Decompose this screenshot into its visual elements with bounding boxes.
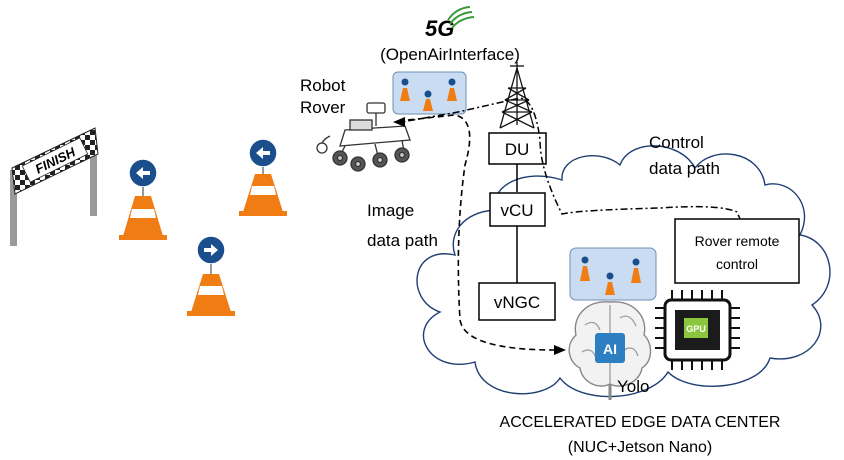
cone-left-1 [119, 158, 167, 240]
mini-cone-icon [605, 272, 615, 295]
camera-view-thumbnail [392, 71, 467, 115]
mini-cone-icon [400, 78, 410, 101]
vngc-node: vNGC [478, 282, 556, 321]
finish-gate: FINISH [10, 127, 99, 246]
cell-tower-icon [499, 62, 535, 129]
mini-cone-icon [580, 256, 590, 281]
yolo-label: Yolo [617, 377, 649, 396]
gpu-chip-text: GPU [686, 324, 706, 334]
rover-remote-control-box: Rover remote control [674, 218, 800, 284]
mini-cone-icon [447, 78, 457, 101]
control-path-arrowhead [393, 117, 405, 127]
cone-right [187, 235, 235, 316]
control-path-label-line2: data path [649, 159, 720, 178]
edge-dc-title-line1: ACCELERATED EDGE DATA CENTER [500, 414, 781, 431]
edge-dc-title-line2: (NUC+Jetson Nano) [568, 439, 713, 456]
image-path-label-line1: Image [367, 201, 414, 220]
5g-logo-text: 5G [425, 16, 454, 41]
5g-logo: 5G [425, 6, 475, 41]
oai-label: (OpenAirInterface) [380, 45, 520, 64]
image-data-path [397, 114, 556, 351]
image-path-arrowhead [554, 345, 566, 355]
ai-chip-text: AI [603, 341, 617, 357]
robot-rover-icon [316, 102, 411, 172]
vngc-label: vNGC [494, 293, 540, 312]
image-path-label-line2: data path [367, 231, 438, 250]
robot-label-line1: Robot [300, 76, 346, 95]
control-path-label-line1: Control [649, 133, 704, 152]
cone-left-2 [239, 138, 287, 216]
mini-cone-icon [631, 258, 641, 283]
vcu-node: vCU [489, 192, 546, 227]
remote-control-label-line2: control [716, 256, 758, 272]
ai-brain-icon: AI [568, 301, 652, 400]
control-data-path [401, 97, 748, 236]
du-label: DU [505, 140, 530, 159]
vcu-label: vCU [500, 201, 533, 220]
mini-cone-icon [423, 90, 433, 111]
du-node: DU [488, 132, 547, 165]
robot-label-line2: Rover [300, 98, 346, 117]
processed-view-thumbnail [569, 247, 657, 301]
signal-waves-icon [447, 6, 475, 29]
gpu-chip-icon: GPU [655, 290, 740, 370]
remote-control-label-line1: Rover remote [695, 233, 780, 249]
